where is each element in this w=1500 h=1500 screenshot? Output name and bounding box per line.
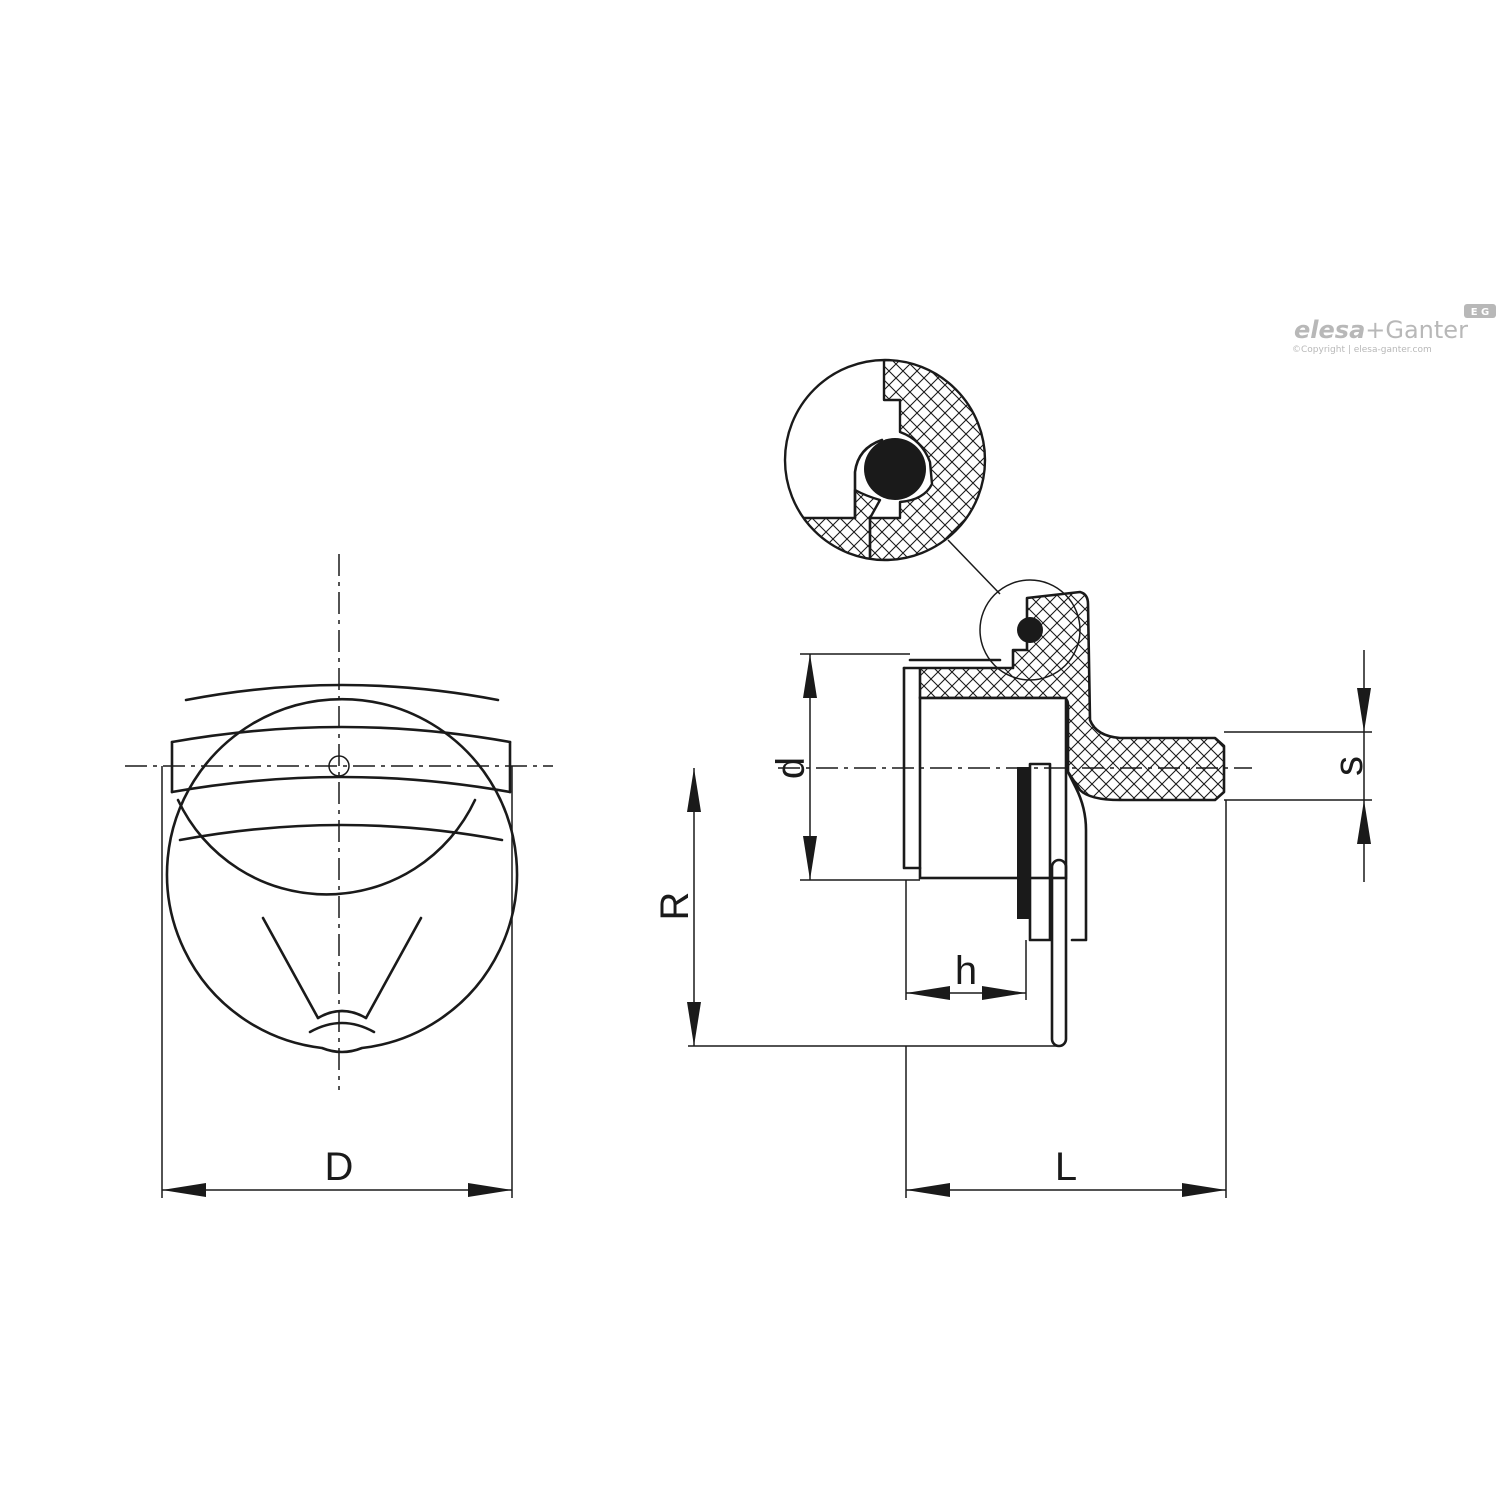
dim-d-label: d <box>769 757 813 779</box>
dim-s-arrow-top <box>1357 688 1371 732</box>
rib-top <box>184 683 500 702</box>
detail-leader <box>947 539 1001 595</box>
logo-copyright: ©Copyright | elesa-ganter.com <box>1292 345 1432 355</box>
detail-groove <box>853 438 884 520</box>
dim-L-label: L <box>1055 1145 1077 1189</box>
grip-tail-right <box>364 916 423 1020</box>
dim-D-arrow-left <box>162 1183 206 1197</box>
knob-lower-outline <box>1066 770 1088 942</box>
spring-pin <box>1050 858 1068 1048</box>
dim-s-label: s <box>1327 756 1371 776</box>
eg-mark-letters: E G <box>1471 307 1490 318</box>
dim-D-label: D <box>325 1145 354 1189</box>
logo-brand-right: Ganter <box>1385 316 1468 344</box>
dim-R-arrow-bottom <box>687 1002 701 1046</box>
grip-tail-left <box>261 916 320 1020</box>
logo-brand-left: elesa <box>1294 316 1365 344</box>
dim-L-arrow-left <box>906 1183 950 1197</box>
seal-washer <box>1028 762 1052 942</box>
dim-R-arrow-top <box>687 768 701 812</box>
rib-bottom <box>178 823 504 842</box>
dim-h-label: h <box>955 949 977 993</box>
o-ring <box>1017 617 1043 643</box>
rib-band-bottom <box>170 775 512 794</box>
knob-outline <box>165 697 519 1054</box>
logo-plus: + <box>1365 316 1385 344</box>
dim-h-arrow-left <box>906 986 950 1000</box>
dim-d-arrow-bottom <box>803 836 817 880</box>
seal-disc <box>1017 767 1031 919</box>
grip-inner-outline <box>176 798 477 896</box>
logo-text: elesa+Ganter <box>1294 316 1468 344</box>
grip-tail-tip <box>308 1021 376 1034</box>
rib-band-top <box>170 725 512 744</box>
insert-cavity <box>918 696 1068 880</box>
detail-marker <box>979 579 1081 681</box>
front-view: D <box>125 554 553 1198</box>
dim-d-arrow-top <box>803 654 817 698</box>
detail-view <box>783 358 987 562</box>
dim-R-label: R <box>653 892 697 921</box>
eg-mark-icon <box>1464 304 1496 318</box>
stem-outline <box>902 666 922 870</box>
detail-hatch-upper <box>868 360 985 560</box>
dim-s-arrow-bottom <box>1357 800 1371 844</box>
section-body <box>902 590 1226 802</box>
detail-o-ring <box>864 438 926 500</box>
side-view: d R h L s <box>653 539 1372 1198</box>
grip-tail-tip-inner <box>316 1009 368 1020</box>
dim-D-arrow-right <box>468 1183 512 1197</box>
dim-L-arrow-right <box>1182 1183 1226 1197</box>
brand-logo: elesa+Ganter E G ©Copyright | elesa-gant… <box>1292 304 1496 355</box>
dim-h-arrow-right <box>982 986 1026 1000</box>
